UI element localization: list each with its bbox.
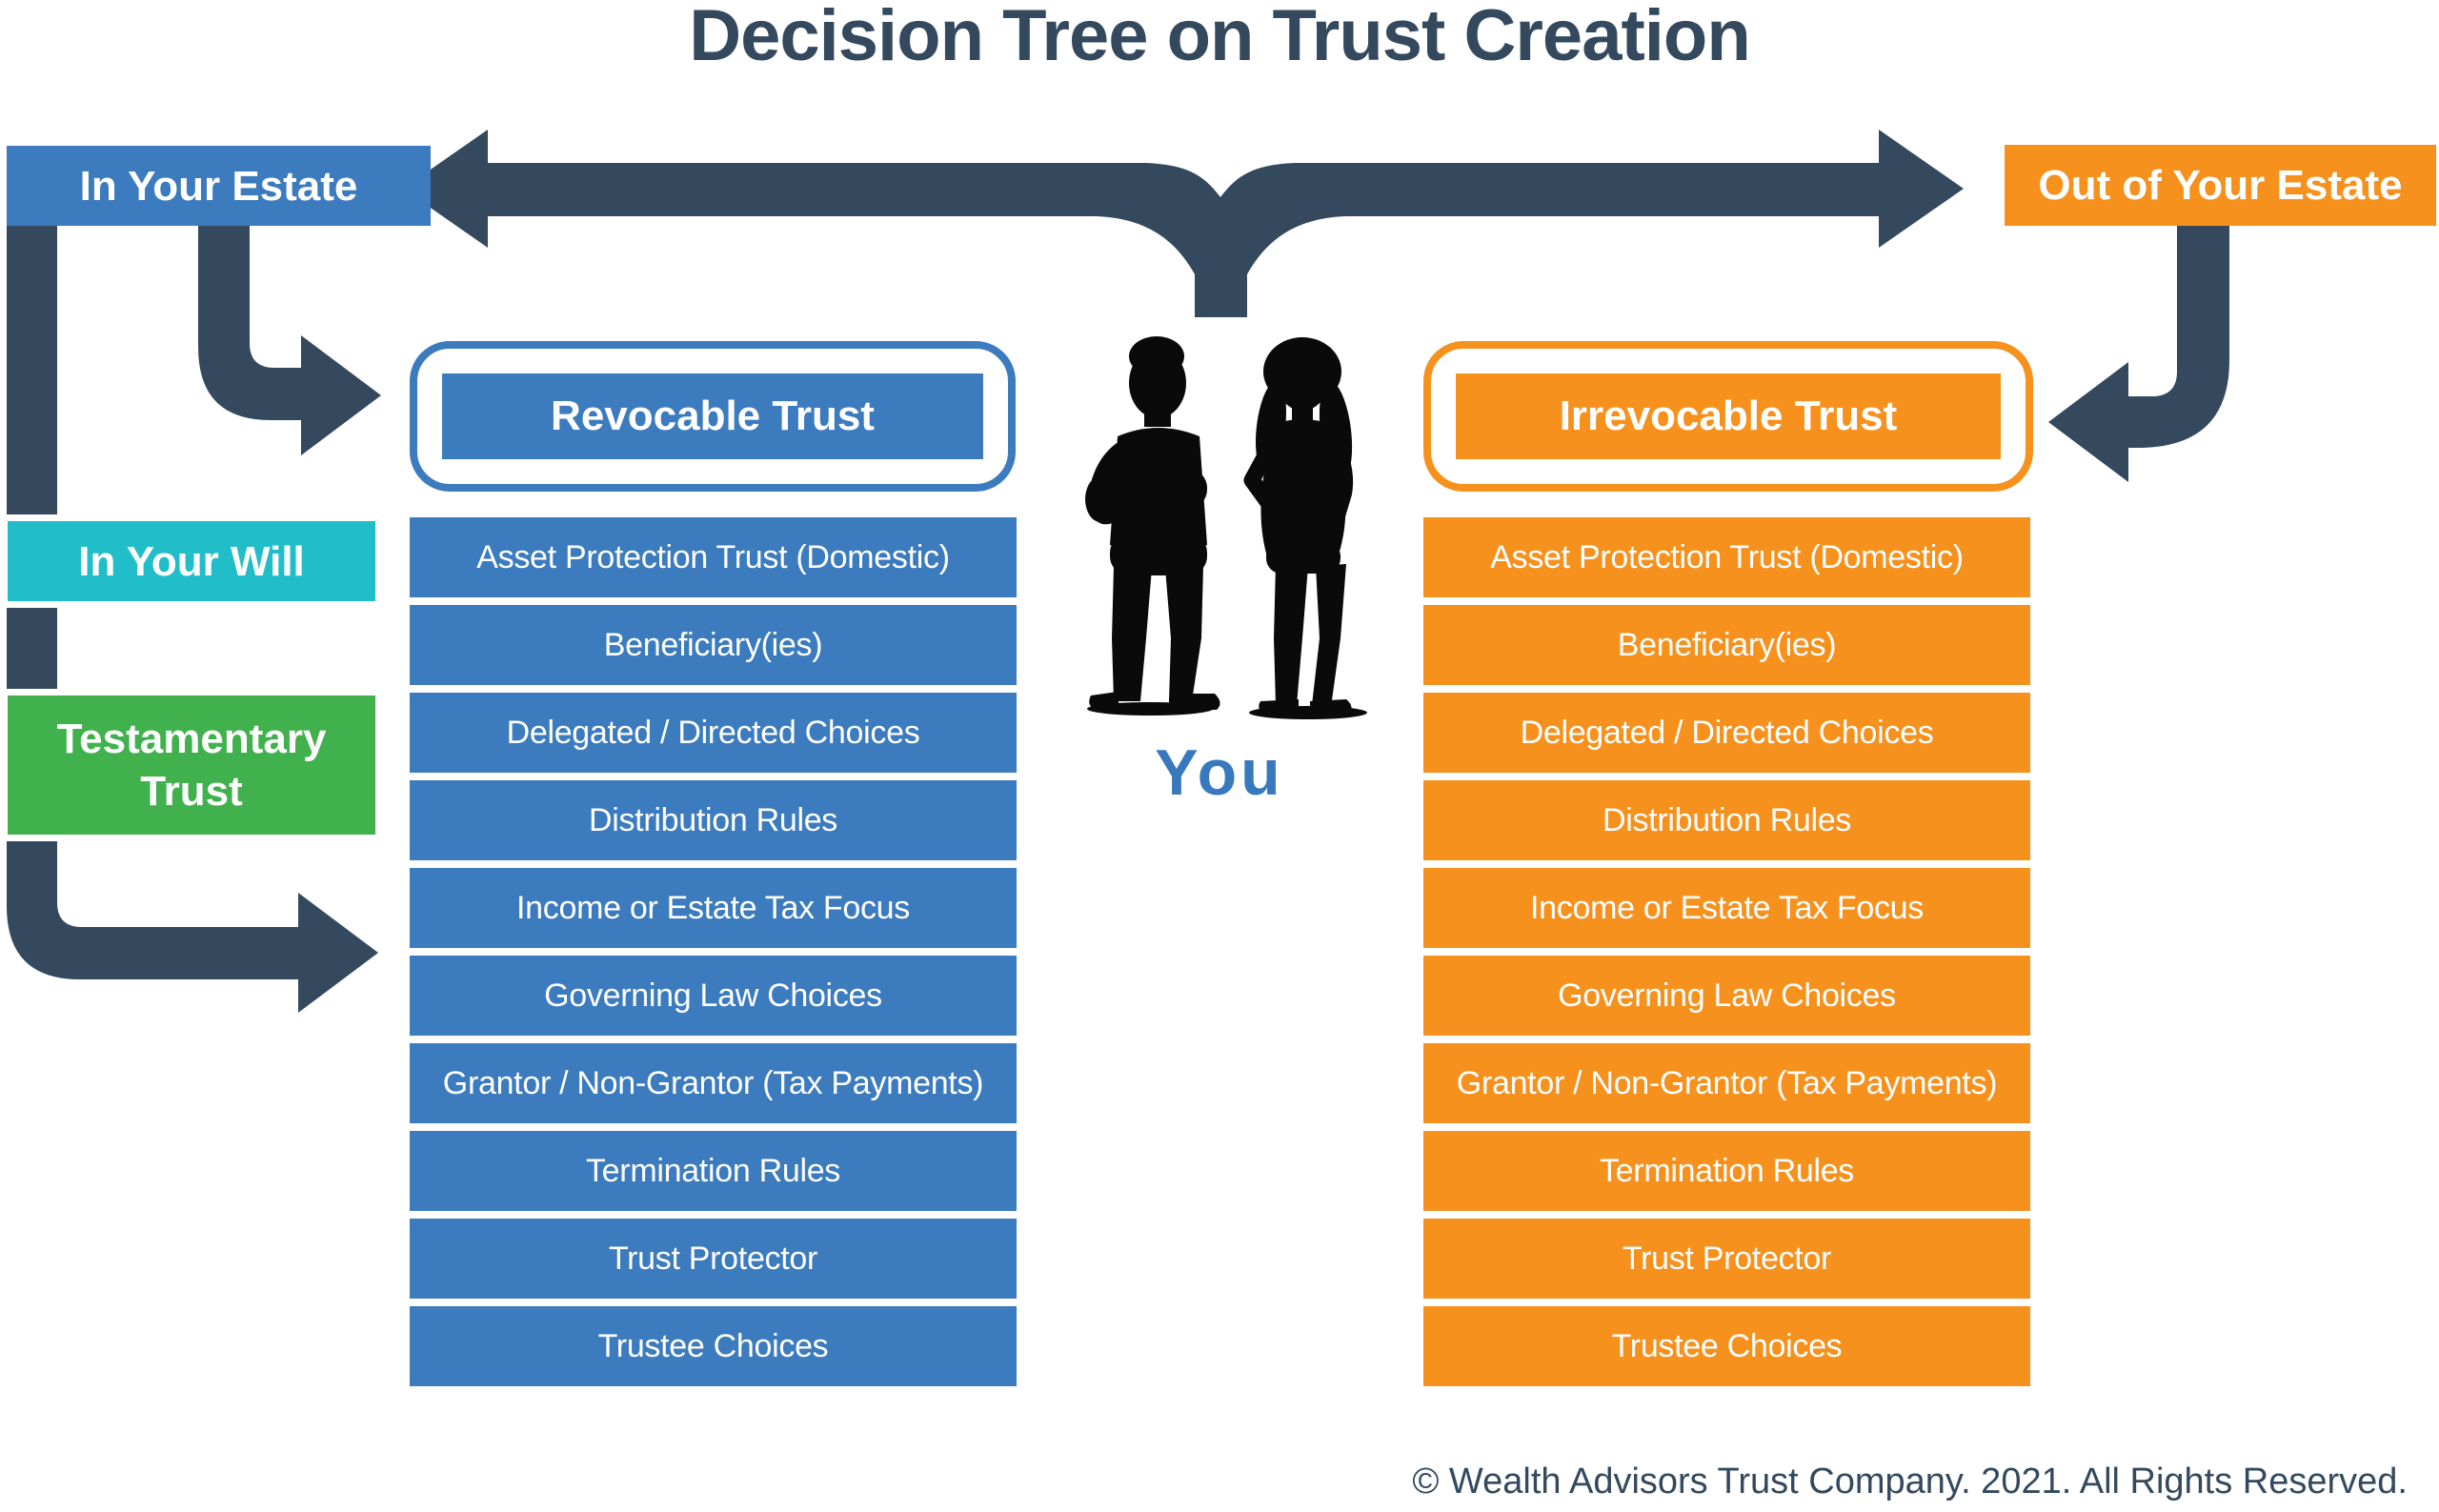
man-silhouette xyxy=(1085,336,1220,716)
irrevocable-factor-row: Termination Rules xyxy=(1423,1131,2030,1211)
irrevocable-factor-row: Governing Law Choices xyxy=(1423,956,2030,1036)
irrevocable-factor-row: Grantor / Non-Grantor (Tax Payments) xyxy=(1423,1043,2030,1123)
revocable-factor-row: Distribution Rules xyxy=(410,780,1017,860)
revocable-factor-row: Beneficiary(ies) xyxy=(410,605,1017,685)
irrevocable-factor-row: Distribution Rules xyxy=(1423,780,2030,860)
in-your-will-box: In Your Will xyxy=(8,521,375,601)
out-of-your-estate-box: Out of Your Estate xyxy=(2005,145,2436,226)
irrevocable-trust-header-outline: Irrevocable Trust xyxy=(1423,341,2033,492)
will-rail-segment xyxy=(7,608,57,689)
irrevocable-factor-row: Trust Protector xyxy=(1423,1219,2030,1299)
revocable-factor-row: Asset Protection Trust (Domestic) xyxy=(410,517,1017,597)
revocable-factor-row: Termination Rules xyxy=(410,1131,1017,1211)
revocable-factors-list: Asset Protection Trust (Domestic)Benefic… xyxy=(410,517,1017,1386)
irrevocable-factor-row: Asset Protection Trust (Domestic) xyxy=(1423,517,2030,597)
irrevocable-trust-header: Irrevocable Trust xyxy=(1456,373,2001,459)
irrevocable-factors-list: Asset Protection Trust (Domestic)Benefic… xyxy=(1423,517,2030,1386)
irrevocable-factor-row: Delegated / Directed Choices xyxy=(1423,693,2030,773)
you-label: You xyxy=(1155,736,1284,809)
revocable-trust-header: Revocable Trust xyxy=(442,373,983,459)
revocable-factor-row: Governing Law Choices xyxy=(410,956,1017,1036)
in-your-estate-box: In Your Estate xyxy=(7,146,431,226)
copyright-note: © Wealth Advisors Trust Company. 2021. A… xyxy=(1412,1462,2408,1502)
testamentary-trust-box: Testamentary Trust xyxy=(8,696,375,835)
irrevocable-factor-row: Beneficiary(ies) xyxy=(1423,605,2030,685)
woman-silhouette xyxy=(1243,337,1367,719)
couple-silhouette xyxy=(1085,336,1367,719)
will-rail-segment xyxy=(7,226,57,514)
estate-to-revocable-arrow xyxy=(198,226,381,455)
page-title: Decision Tree on Trust Creation xyxy=(689,0,1751,76)
revocable-factor-row: Delegated / Directed Choices xyxy=(410,693,1017,773)
estate-split-arrow xyxy=(403,130,1964,317)
revocable-factor-row: Income or Estate Tax Focus xyxy=(410,868,1017,948)
irrevocable-factor-row: Trustee Choices xyxy=(1423,1306,2030,1386)
irrevocable-factor-row: Income or Estate Tax Focus xyxy=(1423,868,2030,948)
estate-to-irrevocable-arrow xyxy=(2048,226,2229,482)
revocable-factor-row: Trustee Choices xyxy=(410,1306,1017,1386)
revocable-factor-row: Grantor / Non-Grantor (Tax Payments) xyxy=(410,1043,1017,1123)
testamentary-to-factors-arrow xyxy=(7,841,378,1013)
revocable-factor-row: Trust Protector xyxy=(410,1219,1017,1299)
revocable-trust-header-outline: Revocable Trust xyxy=(410,341,1016,492)
